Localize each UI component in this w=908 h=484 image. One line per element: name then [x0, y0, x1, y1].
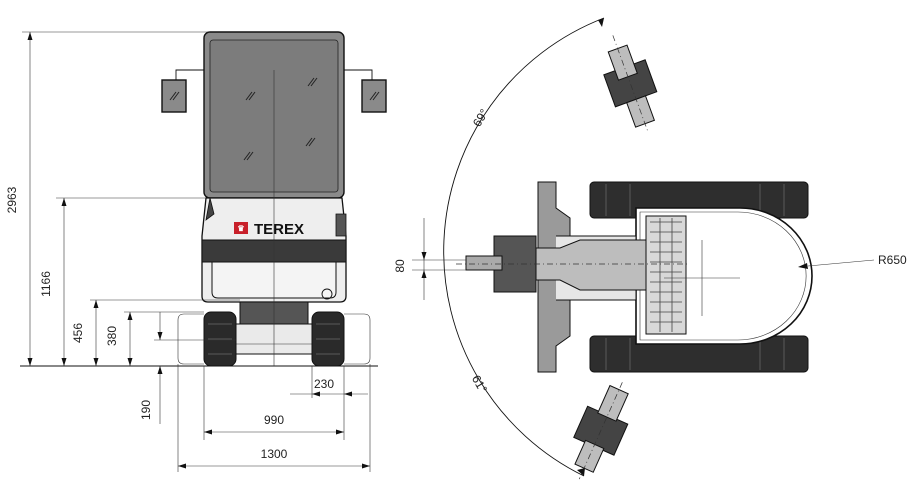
bucket-link	[465, 255, 503, 271]
blade-outline	[177, 313, 371, 365]
label-upper-height: 1166	[39, 271, 53, 297]
label-tail-radius: R650	[878, 253, 907, 267]
label-offset: 80	[393, 259, 407, 273]
glass-marks	[243, 77, 318, 161]
house-inner	[639, 211, 807, 341]
dim-track-width: 230	[290, 366, 368, 404]
top-view: 69° 61° 80 R650	[393, 17, 907, 480]
swung-boom-lower	[573, 382, 629, 480]
dim-overall-width: 1300	[177, 364, 371, 472]
grille	[650, 218, 682, 332]
label-clearance-level: 380	[105, 326, 119, 346]
dim-clearance-level: 380	[105, 311, 204, 366]
dim-track-gauge: 990	[203, 366, 345, 440]
label-track-width: 230	[314, 377, 334, 391]
label-overall-height: 2963	[5, 186, 19, 213]
swung-boom-upper	[603, 35, 658, 134]
dim-upper-height: 1166	[39, 197, 206, 366]
mirror-right	[344, 69, 387, 113]
step-left	[205, 197, 215, 221]
svg-text:♛: ♛	[237, 224, 244, 233]
front-view: ♛ TEREX 2963	[5, 31, 387, 472]
mirror-left	[161, 69, 204, 113]
dim-overall-height: 2963	[5, 31, 210, 366]
track-left	[203, 311, 237, 367]
swing-arc	[443, 17, 605, 477]
label-swing-left: 69°	[470, 106, 492, 129]
terex-logo: ♛ TEREX	[234, 221, 304, 238]
dim-undercarriage-height: 456	[71, 299, 240, 366]
hitch-point	[321, 288, 333, 300]
label-ground-clearance: 190	[139, 400, 153, 420]
side-panel	[335, 213, 347, 237]
dim-tail-radius: R650	[798, 253, 907, 269]
label-track-gauge: 990	[264, 413, 284, 427]
dim-offset: 80	[393, 218, 466, 300]
dim-ground-clearance: 190	[139, 312, 236, 424]
label-overall-width: 1300	[261, 447, 288, 461]
label-undercarriage-height: 456	[71, 323, 85, 343]
cab-top	[645, 215, 687, 335]
track-right	[311, 311, 345, 367]
brand-label: TEREX	[254, 221, 304, 238]
